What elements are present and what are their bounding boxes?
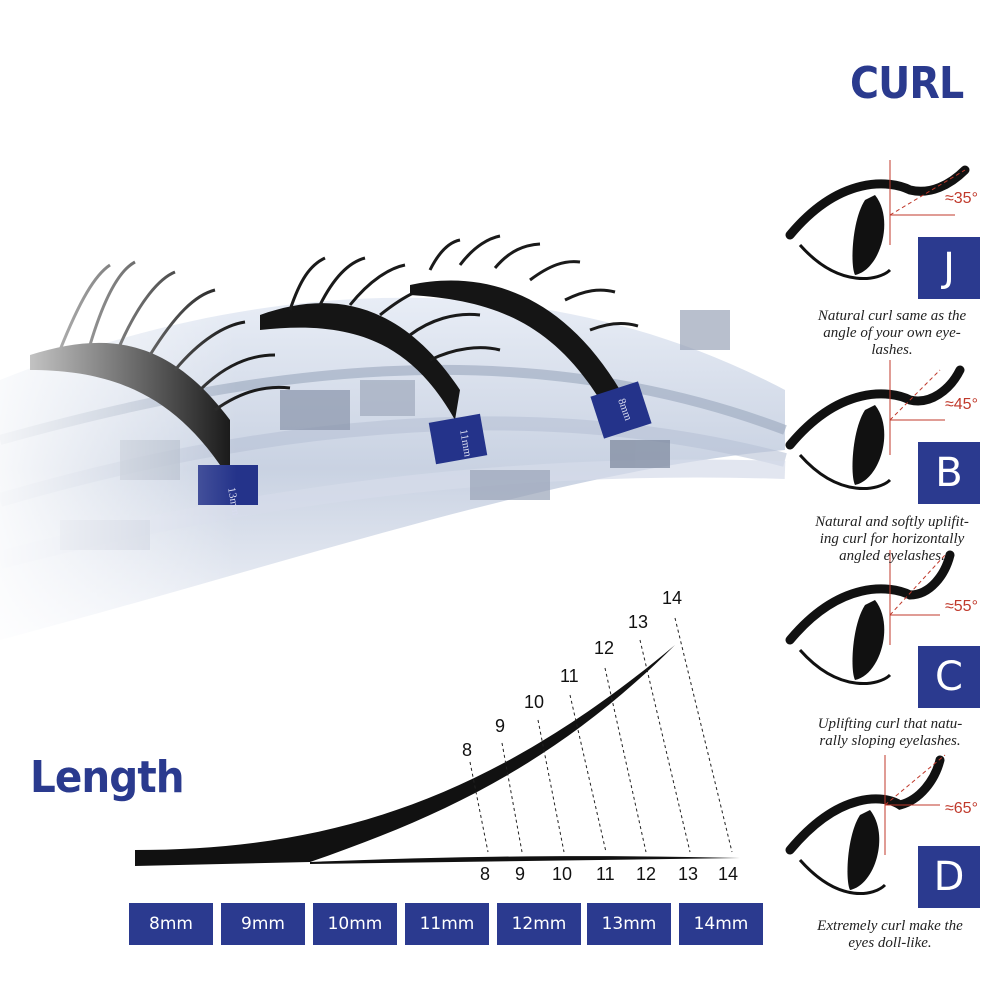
eye-j-icon (785, 160, 970, 280)
angle-label-j: ≈35° (945, 190, 978, 207)
length-bottom-tick-11: 11 (596, 864, 615, 884)
length-bottom-tick-8: 8 (480, 864, 491, 884)
curl-type-c: C (918, 646, 980, 708)
length-bottom-tick-12: 12 (636, 864, 657, 884)
eye-c-icon (785, 550, 955, 685)
length-12mm-button[interactable]: 12mm (497, 903, 581, 945)
eye-d-icon (785, 754, 946, 895)
curl-eye-diagrams-bottom (785, 550, 955, 895)
length-bottom-tick-10: 10 (552, 864, 573, 884)
curl-type-d: D (918, 846, 980, 908)
length-8mm-button[interactable]: 8mm (129, 903, 213, 945)
curl-eye-diagrams-top (785, 160, 970, 490)
angle-label-d: ≈65° (945, 800, 978, 817)
length-top-tick-11: 11 (560, 666, 579, 686)
eye-b-icon (785, 360, 965, 490)
length-top-tick-10: 10 (524, 692, 545, 712)
length-11mm-button[interactable]: 11mm (405, 903, 489, 945)
length-bottom-tick-13: 13 (678, 864, 699, 884)
length-9mm-button[interactable]: 9mm (221, 903, 305, 945)
length-10mm-button[interactable]: 10mm (313, 903, 397, 945)
length-top-tick-9: 9 (495, 716, 506, 736)
lash-tray-photo: 13mm 11mm 8mm (0, 0, 790, 640)
length-title: Length (30, 752, 185, 803)
curl-type-j: J (918, 237, 980, 299)
length-lash-diagram (135, 617, 740, 866)
angle-label-c: ≈55° (945, 598, 978, 615)
angle-label-b: ≈45° (945, 396, 978, 413)
curl-type-b: B (918, 442, 980, 504)
length-top-tick-12: 12 (594, 638, 615, 658)
length-14mm-button[interactable]: 14mm (679, 903, 763, 945)
length-bottom-tick-9: 9 (515, 864, 526, 884)
length-top-tick-13: 13 (628, 612, 649, 632)
curl-title: CURL (850, 58, 964, 109)
length-bottom-tick-14: 14 (718, 864, 739, 884)
length-13mm-button[interactable]: 13mm (587, 903, 671, 945)
curl-desc-b: Natural and softly uplifit-ing curl for … (815, 514, 969, 564)
length-top-tick-8: 8 (462, 740, 473, 760)
curl-desc-c: Uplifting curl that natu-rally sloping e… (817, 716, 963, 749)
length-top-tick-14: 14 (662, 588, 683, 608)
